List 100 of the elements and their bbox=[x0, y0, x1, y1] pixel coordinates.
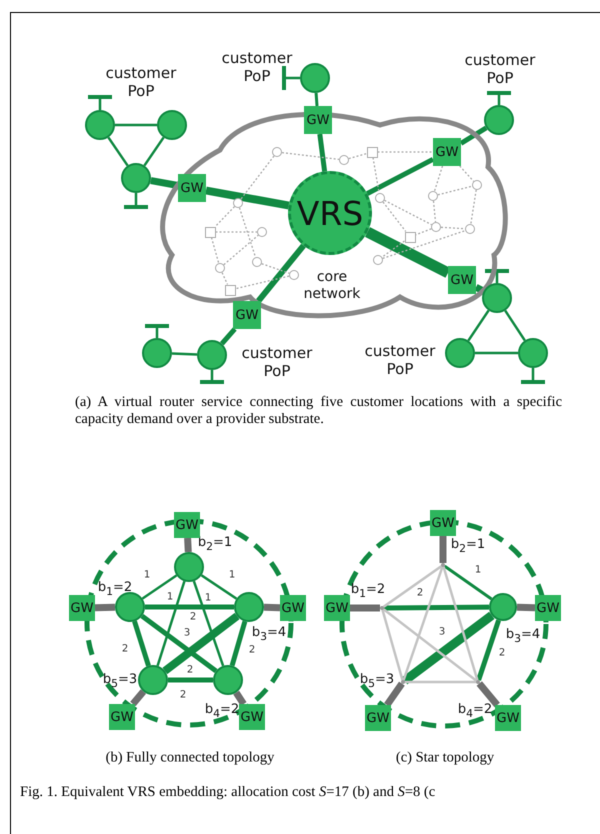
site-label: customer PoP bbox=[104, 64, 178, 100]
terminated-access-line bbox=[124, 193, 148, 209]
link-line bbox=[317, 134, 328, 172]
network-node-square bbox=[366, 146, 378, 158]
access-link bbox=[516, 604, 536, 612]
terminated-access-line bbox=[521, 368, 545, 384]
link-line bbox=[168, 678, 213, 682]
terminated-access-line bbox=[282, 66, 300, 90]
site-circle bbox=[482, 283, 512, 313]
network-node-circle bbox=[428, 191, 438, 201]
link-line bbox=[107, 136, 129, 166]
junction-point bbox=[380, 606, 384, 610]
capacity-label: b$_{2}$=1 bbox=[450, 538, 486, 556]
link-line bbox=[467, 310, 490, 342]
terminated-access-line bbox=[200, 370, 224, 384]
capacity-label: b$_{1}$=2 bbox=[350, 583, 386, 601]
gateway-box: GW bbox=[69, 595, 95, 621]
terminated-access-line bbox=[487, 91, 511, 105]
subfigure-caption: (c) Star topology bbox=[396, 750, 494, 766]
link-line bbox=[230, 620, 248, 666]
substrate-link bbox=[235, 275, 290, 290]
link-line bbox=[132, 620, 151, 666]
network-node-circle bbox=[252, 257, 262, 267]
edge-label: 3 bbox=[182, 628, 192, 638]
network-node-circle bbox=[375, 193, 385, 203]
gateway-box: GW bbox=[280, 595, 306, 621]
capacity-label: b$_{5}$=3 bbox=[102, 673, 138, 691]
substrate-link bbox=[238, 208, 256, 258]
junction-point bbox=[476, 680, 480, 684]
capacity-label: b$_{5}$=3 bbox=[360, 673, 394, 691]
substrate-link bbox=[378, 151, 433, 153]
network-node-circle bbox=[465, 224, 475, 234]
substrate-link bbox=[261, 263, 290, 274]
edge-label: 2 bbox=[120, 644, 130, 654]
link-line bbox=[402, 612, 494, 684]
substrate-link bbox=[384, 200, 432, 226]
gateway-box: GW bbox=[304, 106, 332, 134]
edge-label: 1 bbox=[142, 570, 152, 580]
substrate-link bbox=[223, 234, 259, 266]
edge-label: 3 bbox=[438, 626, 446, 638]
link-line bbox=[162, 612, 240, 674]
capacity-label: b$_{3}$=4 bbox=[252, 626, 286, 644]
gateway-box: GW bbox=[365, 705, 391, 731]
network-node-circle bbox=[339, 155, 349, 165]
access-link bbox=[384, 682, 405, 707]
subfigure-caption: (a) A virtual router service connecting five customer locations with a specific capacity demand over a provider substrate. bbox=[75, 394, 562, 428]
link-line bbox=[384, 604, 490, 610]
capacity-label: b$_{1}$=2 bbox=[98, 581, 132, 599]
link-line bbox=[365, 227, 450, 278]
edge-label: 1 bbox=[474, 564, 482, 576]
site-label: customer PoP bbox=[240, 344, 314, 380]
link-line bbox=[145, 604, 234, 610]
router-circle: VRS bbox=[288, 171, 372, 255]
edge-label: 2 bbox=[186, 664, 194, 676]
substrate-link bbox=[438, 186, 472, 196]
access-link bbox=[264, 604, 280, 612]
link-line bbox=[205, 186, 290, 210]
cloud-label: core network bbox=[302, 269, 362, 303]
access-link bbox=[94, 604, 116, 612]
figure-caption: Fig. 1. Equivalent VRS embedding: allocation cost S=17 (b) and S=8 (c bbox=[20, 784, 436, 801]
edge-label: 1 bbox=[228, 570, 236, 580]
gateway-box: GW bbox=[324, 595, 350, 621]
network-node-square bbox=[224, 284, 236, 296]
link-line bbox=[476, 620, 501, 681]
capacity-label: b$_{3}$=4 bbox=[506, 628, 540, 646]
substrate-link bbox=[282, 152, 340, 160]
unused-link bbox=[405, 680, 476, 684]
link-line bbox=[172, 352, 198, 356]
network-node-circle bbox=[472, 180, 482, 190]
link-line bbox=[140, 614, 218, 673]
substrate-link bbox=[210, 237, 220, 264]
site-circle bbox=[157, 110, 187, 140]
edge-label: 2 bbox=[416, 588, 424, 598]
terminated-access-line bbox=[145, 324, 169, 338]
substrate-link bbox=[222, 272, 228, 285]
link-line bbox=[143, 136, 165, 166]
access-link bbox=[440, 536, 446, 563]
edge-label: 2 bbox=[248, 644, 256, 656]
unused-link bbox=[381, 610, 404, 680]
network-node-circle bbox=[289, 270, 299, 280]
gateway-box: GW bbox=[239, 704, 265, 730]
link-line bbox=[220, 327, 237, 346]
network-node-circle bbox=[257, 227, 267, 237]
substrate-link bbox=[434, 166, 444, 192]
site-label: customer PoP bbox=[220, 49, 294, 85]
link-line bbox=[475, 352, 518, 354]
link-line bbox=[444, 564, 492, 600]
edge-label: 2 bbox=[188, 612, 198, 622]
junction-point bbox=[441, 563, 445, 567]
substrate-link bbox=[382, 202, 406, 232]
edge-label: 1 bbox=[204, 592, 212, 604]
substrate-link bbox=[415, 228, 432, 236]
substrate-link bbox=[216, 231, 257, 233]
network-node-circle bbox=[233, 198, 243, 208]
link-line bbox=[142, 574, 178, 600]
link-line bbox=[256, 244, 306, 303]
gateway-box: GW bbox=[174, 512, 200, 538]
capacity-label: b$_{4}$=2 bbox=[204, 703, 240, 721]
gateway-box: GW bbox=[430, 510, 456, 536]
substrate-link bbox=[240, 156, 275, 200]
